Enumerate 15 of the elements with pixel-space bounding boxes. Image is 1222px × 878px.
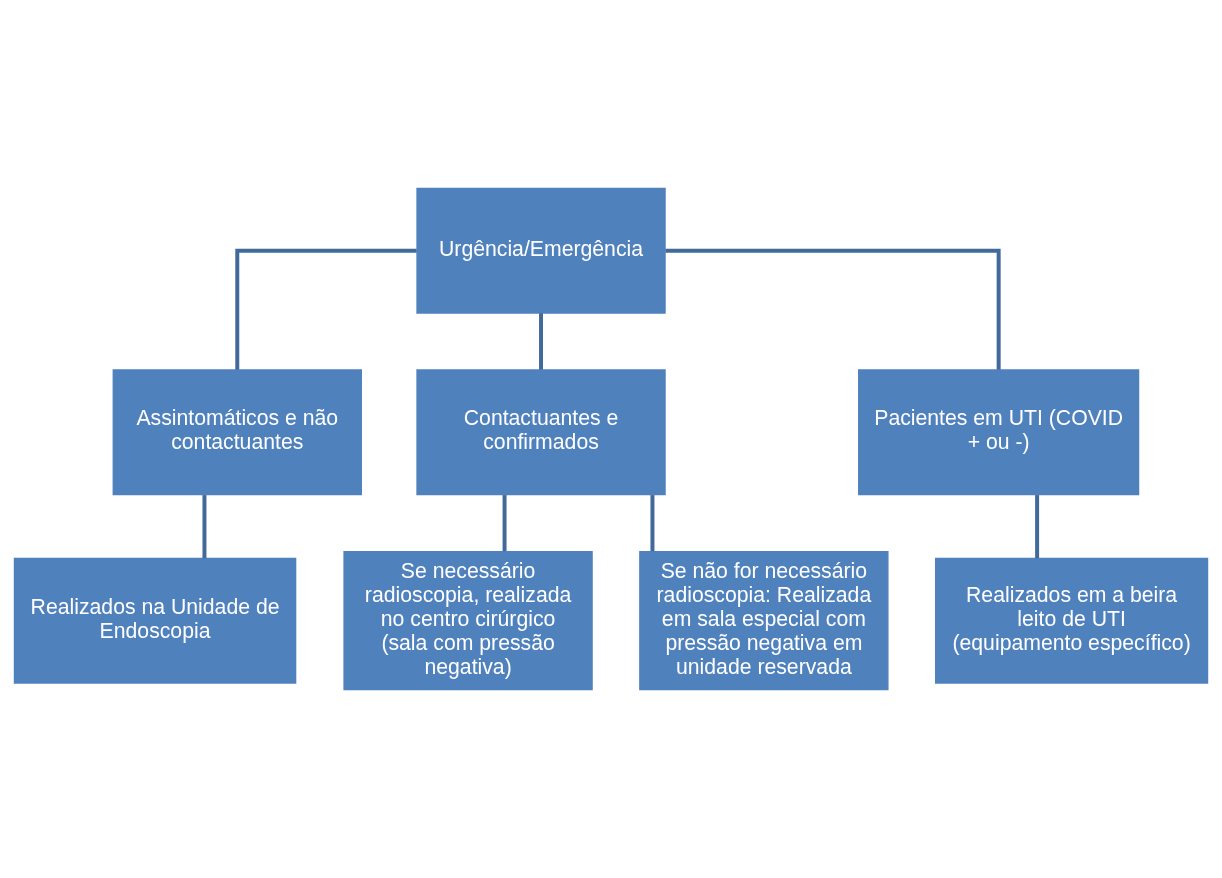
node-box: Contactuantes e confirmados [416,369,666,496]
node-box: Realizados em a beira leito de UTI (equipamento específico) [934,557,1209,684]
connector [650,495,655,552]
connector [539,313,543,370]
node-box: Assintomáticos e não contactuantes [112,369,362,496]
connector [202,495,207,559]
node-box: Urgência/Emergência [416,187,666,314]
connector [502,495,507,552]
connector [1035,495,1040,559]
node-box: Realizados na Unidade de Endoscopia [13,557,297,684]
node-box: Se necessário radioscopia, realizada no centro cirúrgico (sala com pressão negativa) [343,551,593,691]
connector [665,248,1001,370]
node-box: Se não for necessário radioscopia: Realizada em sala especial com pressão negativa em unidade reservada [639,551,889,691]
connector [235,248,417,370]
node-box: Pacientes em UTI (COVID + ou -) [858,369,1140,496]
